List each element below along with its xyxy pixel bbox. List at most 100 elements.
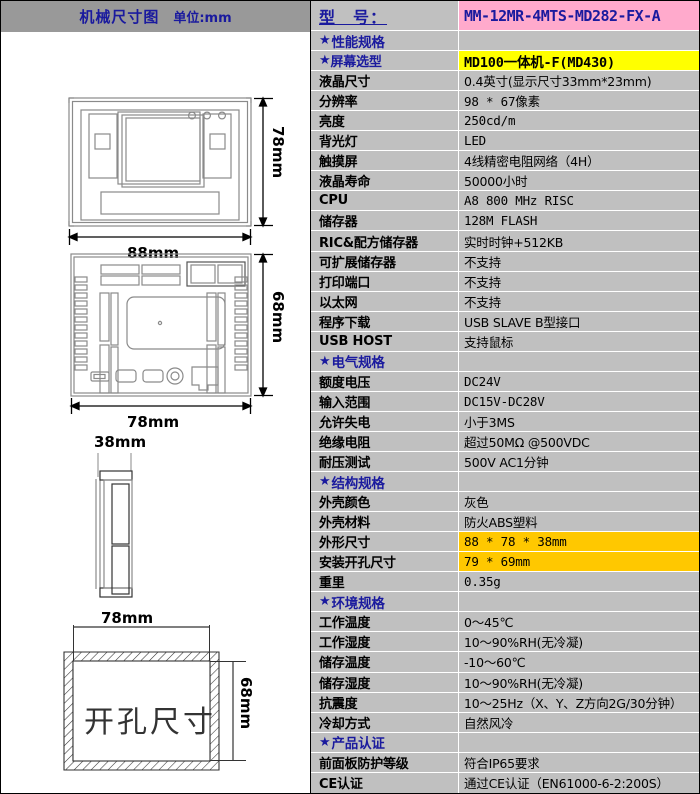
front-view-svg xyxy=(68,96,273,228)
spec-row: 可扩展储存器不支持 xyxy=(311,251,699,272)
spec-row-label: 背光灯 xyxy=(311,131,459,151)
spec-row-value: 通过CE认证（EN61000-6-2:200S） xyxy=(464,776,669,792)
star-icon: ★ xyxy=(319,734,331,750)
spec-row-value: A8 800 MHz RISC xyxy=(464,193,574,209)
spec-row-label: 触摸屏 xyxy=(311,151,459,171)
spec-row-value: 10～90%RH(无冷凝) xyxy=(464,635,583,651)
spec-row-label: 分辨率 xyxy=(311,91,459,111)
spec-row-label: 外壳颜色 xyxy=(311,492,459,512)
spec-row: CE认证通过CE认证（EN61000-6-2:200S） xyxy=(311,772,699,793)
spec-row-value: 128M FLASH xyxy=(464,213,538,229)
spec-row-value xyxy=(459,472,699,491)
spec-row-label: 外形尺寸 xyxy=(311,532,459,552)
spec-row: 允许失电小于3MS xyxy=(311,411,699,432)
spec-row-value: 10～90%RH(无冷凝) xyxy=(464,675,583,691)
rear-view-drawing: 68mm 78mm xyxy=(1,241,311,436)
mechanical-drawing-panel: 机械尺寸图 单位:mm xyxy=(0,0,310,794)
drawing-title: 机械尺寸图 xyxy=(79,8,160,26)
spec-row-label: 工作湿度 xyxy=(311,632,459,652)
spec-row-value: 0.35g xyxy=(464,574,501,590)
model-number-label: 型 号： xyxy=(311,1,459,30)
spec-row-value: 不支持 xyxy=(464,254,501,270)
spec-row-value: -10～60℃ xyxy=(464,655,526,671)
spec-row-value: 防火ABS塑料 xyxy=(464,515,538,531)
spec-row-value: 0.4英寸(显示尺寸33mm*23mm) xyxy=(464,74,652,90)
spec-row-value: 不支持 xyxy=(464,274,501,290)
star-icon: ★ xyxy=(319,353,331,369)
spec-row-label: USB HOST xyxy=(311,331,459,351)
spec-row: CPU A8 800 MHz RISC xyxy=(311,191,699,212)
spec-row-value: 250cd/m xyxy=(464,113,516,129)
spec-row-label: 重里 xyxy=(311,572,459,592)
spec-row: 重里 0.35g xyxy=(311,572,699,593)
side-view-drawing: 38mm xyxy=(1,433,311,603)
spec-row: 冷却方式自然风冷 xyxy=(311,712,699,733)
section-label-text: 电气规格 xyxy=(331,355,385,371)
spec-row-label: 以太网 xyxy=(311,291,459,311)
front-view-width-dimension xyxy=(67,229,253,245)
spec-row: 工作湿度 10～90%RH(无冷凝) xyxy=(311,632,699,653)
spec-row-label: 程序下载 xyxy=(311,311,459,331)
spec-row-value: 4线精密电阻网络（4H） xyxy=(464,154,600,170)
spec-row: 前面板防护等级符合IP65要求 xyxy=(311,752,699,773)
spec-row-label: ★结构规格 xyxy=(311,472,459,492)
spec-row-label: 允许失电 xyxy=(311,411,459,431)
spec-row-value: LED xyxy=(464,133,486,149)
spec-section-row: ★结构规格 xyxy=(311,472,699,493)
spec-row: 以太网不支持 xyxy=(311,291,699,312)
spec-row: 亮度 250cd/m xyxy=(311,111,699,132)
spec-row-value: DC15V-DC28V xyxy=(464,393,545,409)
spec-row-label: 前面板防护等级 xyxy=(311,752,459,772)
spec-row-label: 输入范围 xyxy=(311,391,459,411)
model-number-value: MM-12MR-4MTS-MD282-FX-A xyxy=(459,1,699,30)
spec-row-value: MD100一体机-F(MD430) xyxy=(459,51,699,71)
spec-row-value: 10～25Hz（X、Y、Z方向2G/30分钟） xyxy=(464,695,683,711)
star-icon: ★ xyxy=(319,594,331,610)
spec-row: 外壳材料防火ABS塑料 xyxy=(311,512,699,533)
spec-row-value xyxy=(459,31,699,50)
spec-row-label: CE认证 xyxy=(311,772,459,793)
spec-row-label: 储存器 xyxy=(311,211,459,231)
spec-row-value: 79 * 69mm xyxy=(459,552,699,572)
spec-row-value: 实时时钟+512KB xyxy=(464,234,564,250)
section-label-text: 结构规格 xyxy=(331,475,385,492)
spec-row-value: 98 * 67像素 xyxy=(464,94,540,110)
spec-row: 绝缘电阻超过50MΩ @500VDC xyxy=(311,431,699,452)
spec-row-value: 88 * 78 * 38mm xyxy=(459,532,699,552)
spec-row-label: 额度电压 xyxy=(311,371,459,391)
spec-row-value: 自然风冷 xyxy=(464,715,514,731)
spec-row-label: ★性能规格 xyxy=(311,31,459,51)
spec-row-value: 超过50MΩ @500VDC xyxy=(464,434,590,450)
star-icon: ★ xyxy=(319,474,331,490)
spec-row: 储存温度-10～60℃ xyxy=(311,652,699,673)
spec-row: 打印端口不支持 xyxy=(311,271,699,292)
spec-row-value xyxy=(459,592,699,611)
spec-row: 储存器 128M FLASH xyxy=(311,211,699,232)
panel-cutout-svg xyxy=(63,625,246,771)
spec-row-value: 符合IP65要求 xyxy=(464,755,540,771)
spec-row: 背光灯 LED xyxy=(311,131,699,152)
spec-section-row: ★环境规格 xyxy=(311,592,699,613)
model-number-row: 型 号： MM-12MR-4MTS-MD282-FX-A xyxy=(311,1,699,31)
spec-row-value xyxy=(459,352,699,371)
spec-row-label: 液晶寿命 xyxy=(311,171,459,191)
section-label-text: 性能规格 xyxy=(331,34,385,51)
spec-row-label: CPU xyxy=(311,191,459,211)
cutout-caption: 开孔尺寸 xyxy=(84,705,216,740)
side-view-svg xyxy=(95,453,133,598)
spec-row-label: ★环境规格 xyxy=(311,592,459,612)
side-view-depth-label: 38mm xyxy=(94,433,147,451)
drawing-panel-header: 机械尺寸图 单位:mm xyxy=(1,1,310,32)
spec-row-label: 亮度 xyxy=(311,111,459,131)
rear-view-width-dimension xyxy=(69,398,253,414)
spec-row-label: 打印端口 xyxy=(311,271,459,291)
spec-row: 输入范围 DC15V-DC28V xyxy=(311,391,699,412)
